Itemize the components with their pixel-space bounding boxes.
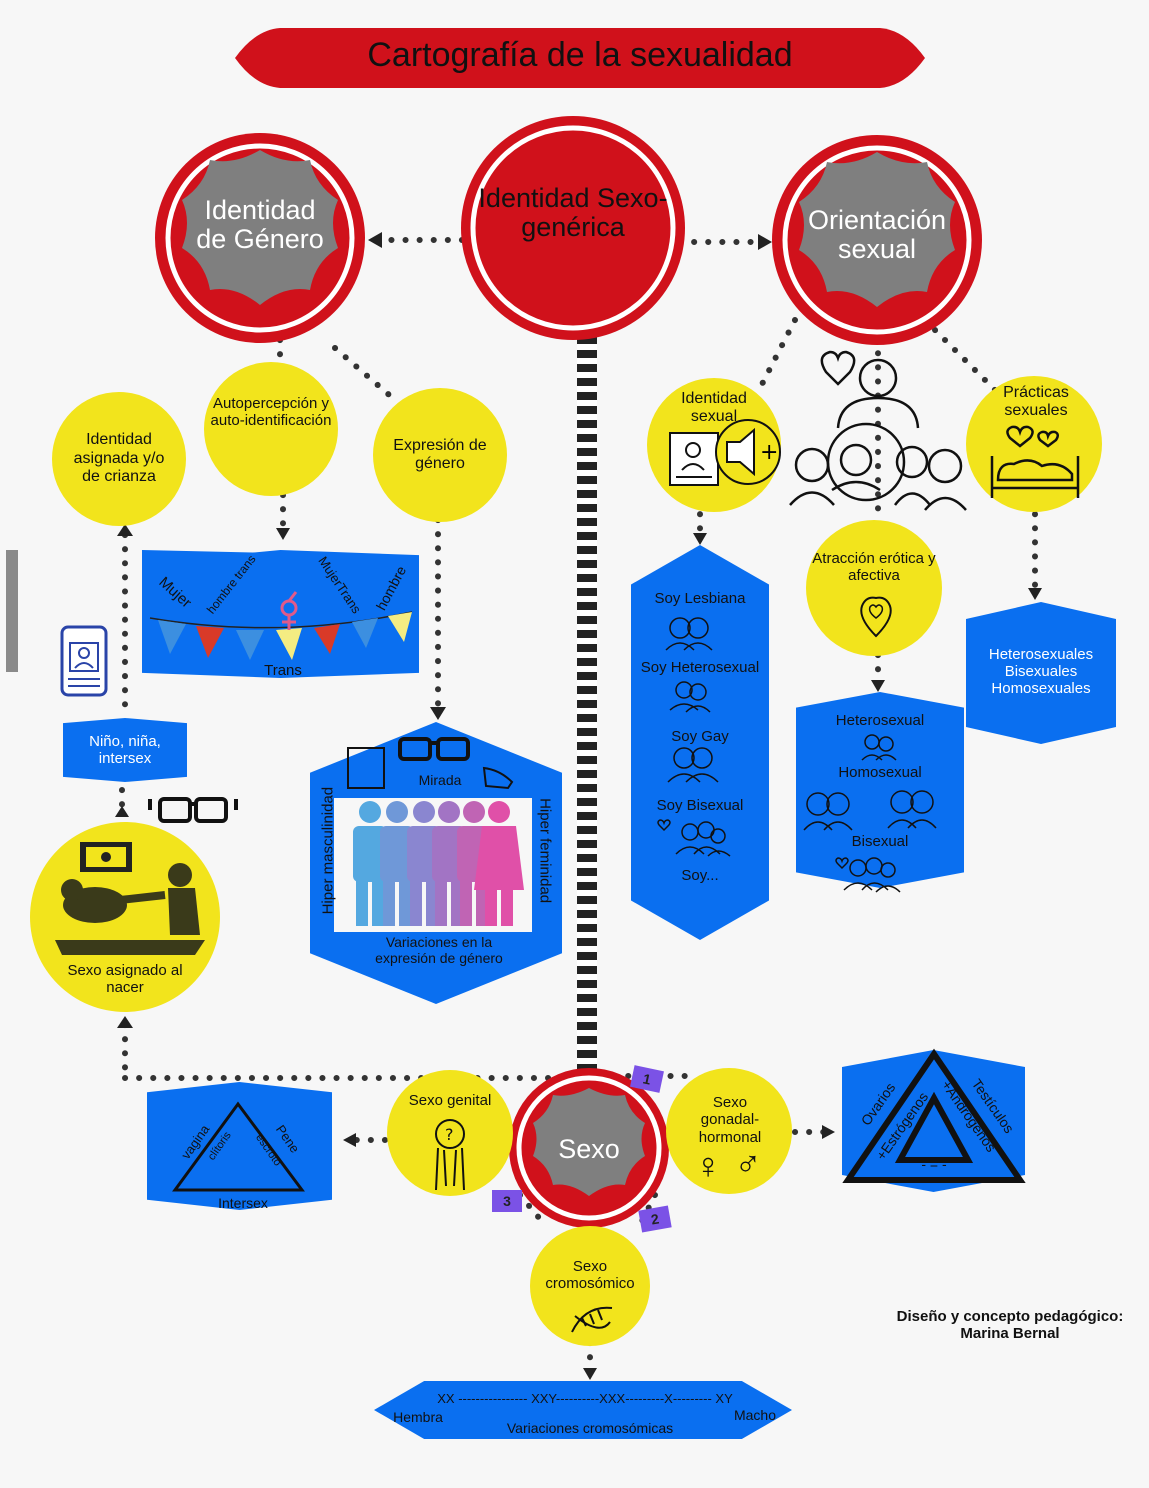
center-label: Identidad Sexo-genérica bbox=[478, 183, 668, 243]
attraction-item-1: Homosexual bbox=[838, 764, 922, 781]
gender-identity-node bbox=[155, 133, 365, 343]
identity-item-0: Soy Lesbiana bbox=[654, 590, 746, 607]
scroll-strip bbox=[6, 550, 18, 672]
identity-item-3: Soy Bisexual bbox=[656, 797, 744, 814]
chromosomal-label: Sexo cromosómico bbox=[545, 1258, 635, 1293]
glasses-icon-2 bbox=[398, 737, 470, 761]
attraction-item-0: Heterosexual bbox=[835, 712, 925, 729]
self-perception-label: Autopercepción y auto-identificación bbox=[210, 394, 332, 429]
identity-item-2: Soy Gay bbox=[671, 728, 729, 745]
venus-icon: ♀ bbox=[694, 1145, 722, 1186]
gonadal-tri-base: - = - bbox=[921, 1156, 947, 1172]
page-title: Cartografía de la sexualidad bbox=[367, 36, 793, 74]
assigned-sex-label: Sexo asignado al nacer bbox=[67, 962, 183, 997]
assigned-identity-circle: Identidad asignada y/o de crianza bbox=[52, 392, 186, 526]
sex-label: Sexo bbox=[558, 1134, 620, 1164]
expression-bottom-label: Variaciones en la expresión de género bbox=[375, 934, 503, 967]
assigned-identity-label: Identidad asignada y/o de crianza bbox=[73, 431, 165, 486]
practices-item-1: Bisexuales bbox=[1004, 663, 1078, 680]
attraction-item-2: Bisexual bbox=[851, 833, 909, 850]
center-node bbox=[461, 116, 685, 340]
gonadal-label: Sexo gonadal-hormonal bbox=[698, 1094, 762, 1146]
people-gradient-icon bbox=[353, 801, 524, 926]
identity-item-1: Soy Heterosexual bbox=[640, 659, 760, 676]
self-perception-circle: Autopercepción y auto-identificación bbox=[204, 362, 338, 496]
gonadal-circle bbox=[666, 1068, 792, 1194]
chromosome-left: Hembra bbox=[393, 1409, 443, 1425]
practices-circle bbox=[966, 376, 1102, 512]
credit-label: Diseño y concepto pedagógico: Marina Ber… bbox=[896, 1308, 1124, 1343]
child-box: Niño, niña, intersex bbox=[63, 718, 187, 782]
identity-list-box bbox=[631, 545, 769, 940]
genital-label: Sexo genital bbox=[408, 1092, 492, 1109]
practices-list-box bbox=[966, 602, 1116, 744]
trans-symbol-icon bbox=[280, 591, 298, 630]
chromosome-line: XX ---------------- XXY----------XXX----… bbox=[437, 1391, 733, 1406]
sex-node bbox=[509, 1068, 669, 1228]
attraction-list-box bbox=[796, 692, 964, 888]
practices-item-2: Homosexuales bbox=[991, 680, 1091, 697]
practices-label: Prácticas sexuales bbox=[1003, 384, 1069, 420]
gender-identity-label: Identidad de Género bbox=[196, 195, 324, 255]
mars-icon: ♂ bbox=[734, 1143, 762, 1184]
chromosome-bar bbox=[374, 1381, 792, 1439]
trans-banner-box bbox=[142, 550, 419, 678]
banner-label-trans: Trans bbox=[264, 662, 302, 679]
genital-circle bbox=[387, 1070, 513, 1196]
chromosome-right: Macho bbox=[733, 1407, 777, 1423]
expression-top-label: Mirada bbox=[418, 772, 462, 788]
badge-3: 3 bbox=[492, 1190, 522, 1212]
chromosome-caption: Variaciones cromosómicas bbox=[506, 1420, 674, 1436]
orientation-label: Orientación sexual bbox=[807, 205, 947, 265]
gonadal-triangle-box bbox=[842, 1050, 1025, 1192]
expression-circle: Expresión de género bbox=[373, 388, 507, 522]
genital-tri-base: Intersex bbox=[218, 1195, 268, 1211]
identity-item-4: Soy... bbox=[681, 867, 719, 884]
orientation-node bbox=[772, 135, 982, 345]
attraction-label: Atracción erótica y afectiva bbox=[812, 550, 936, 585]
practices-item-0: Heterosexuales bbox=[988, 646, 1094, 663]
expression-label: Expresión de género bbox=[393, 436, 487, 472]
svg-text:?: ? bbox=[445, 1125, 454, 1144]
child-box-label: Niño, niña, intersex bbox=[89, 732, 161, 767]
sexual-identity-label: Identidad sexual bbox=[681, 390, 747, 426]
svg-text:+: + bbox=[760, 440, 778, 465]
